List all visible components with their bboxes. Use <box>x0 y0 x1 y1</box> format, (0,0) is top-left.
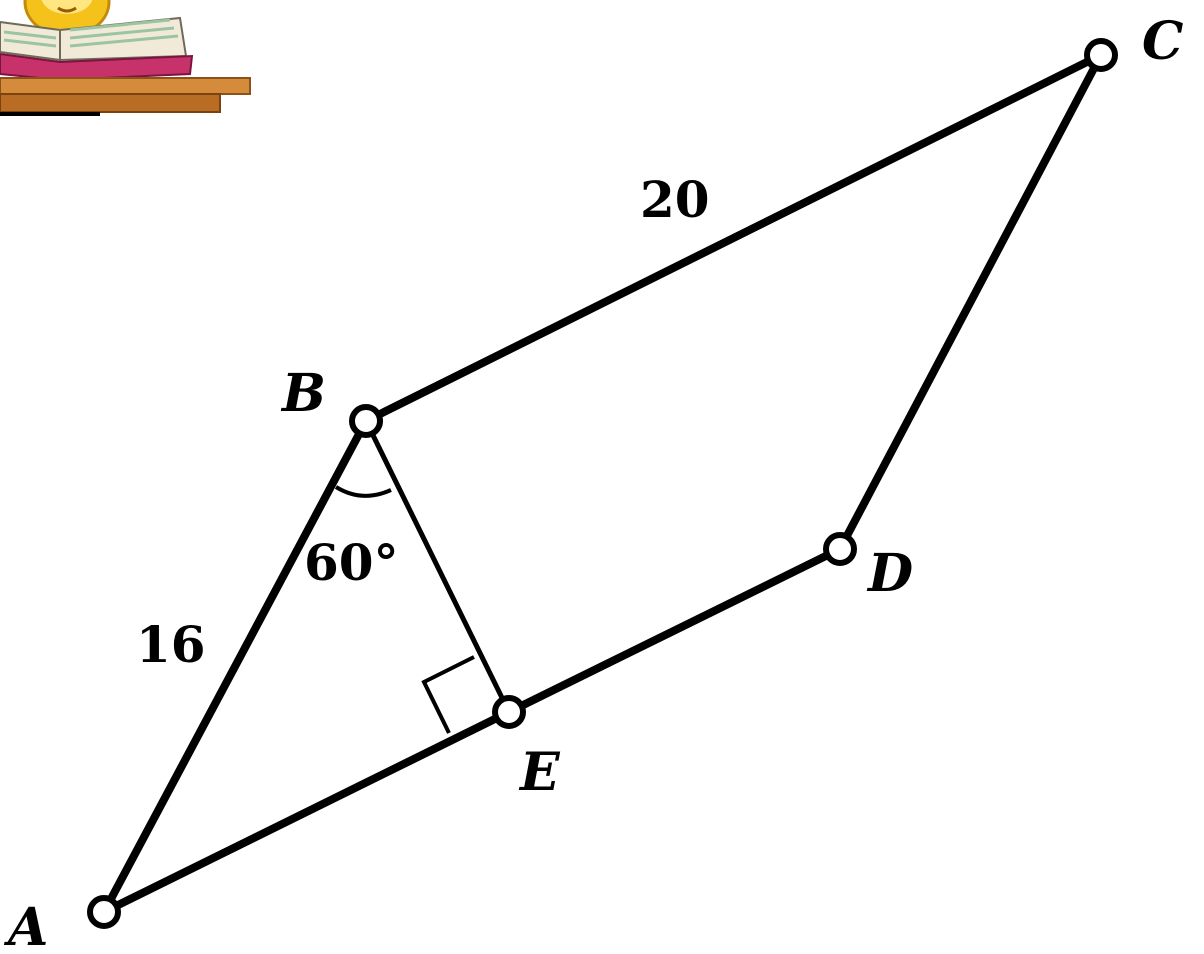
book-on-desk-icon <box>0 0 251 116</box>
side-de <box>505 545 844 716</box>
side-bc-length: 20 <box>640 170 710 229</box>
vertex-point-e <box>492 695 526 729</box>
vertex-point-a <box>87 895 121 929</box>
right-angle-marker <box>421 655 475 734</box>
angle-b-measure: 60° <box>304 533 399 592</box>
vertex-label-d: D <box>868 543 914 604</box>
segment-be <box>363 418 512 715</box>
angle-arc-b <box>334 485 392 498</box>
side-bc <box>362 51 1105 425</box>
side-ea <box>100 708 513 916</box>
vertex-label-c: C <box>1142 11 1184 72</box>
vertex-point-b <box>349 404 383 438</box>
vertex-label-e: E <box>520 742 560 803</box>
vertex-label-a: A <box>8 897 49 954</box>
vertex-point-c <box>1084 38 1118 72</box>
side-cd <box>836 51 1105 553</box>
side-ab <box>100 417 370 916</box>
vertex-point-d <box>823 532 857 566</box>
vertex-label-b: B <box>282 363 326 424</box>
side-ab-length: 16 <box>136 615 206 674</box>
